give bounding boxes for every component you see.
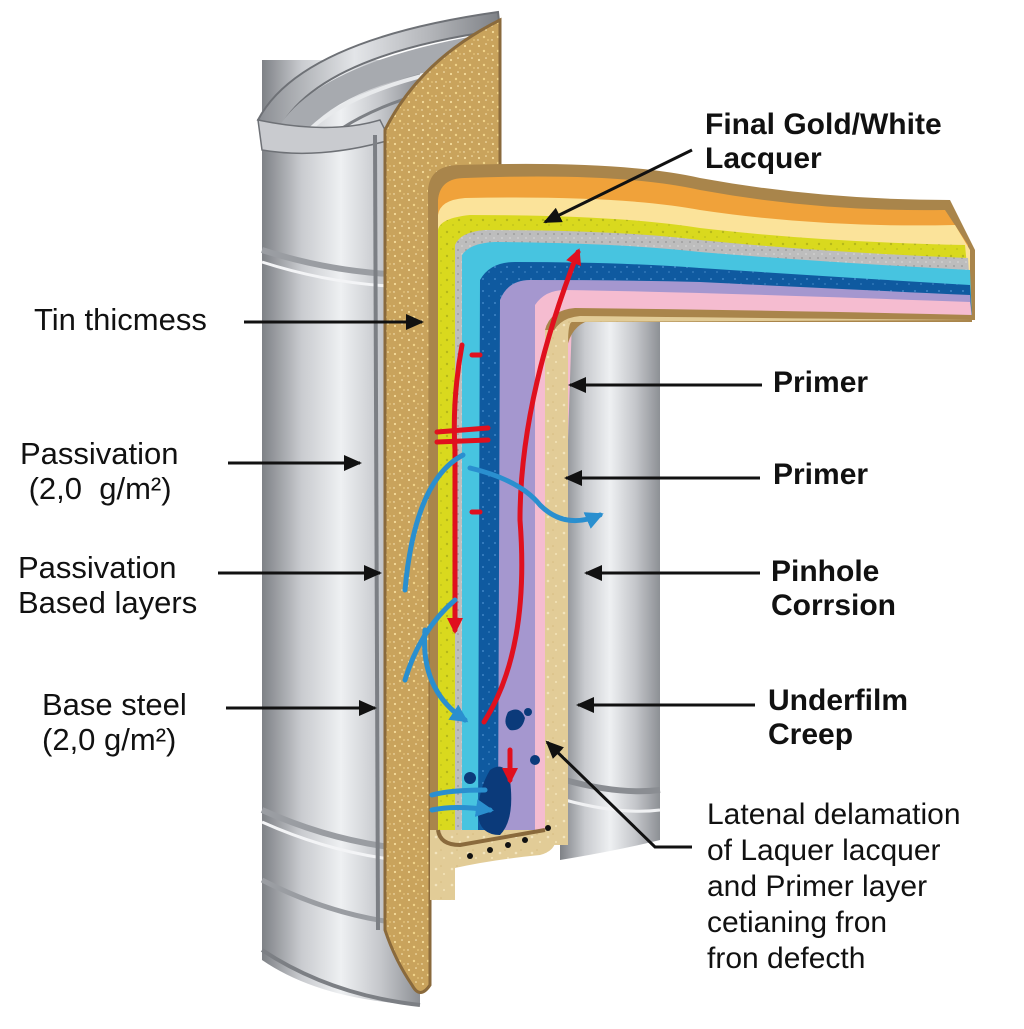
label-passivation-layers: Passivation Based layers xyxy=(18,550,198,620)
label-underfilm-creep: Underfilm Creep xyxy=(768,684,909,751)
leader-lines xyxy=(218,148,762,849)
red-arrow-down xyxy=(447,342,465,634)
label-pinhole-corrosion: Pinhole Corrsion xyxy=(771,555,897,622)
label-tin-thickness: Tin thicmess xyxy=(34,302,207,337)
blue-arrow-bottom xyxy=(429,799,494,817)
blue-diffusion-arrows xyxy=(402,452,604,817)
label-passivation-weight: Passivation (2,0 g/m²) xyxy=(20,436,179,506)
label-final-lacquer: Final Gold/White Lacquer xyxy=(705,108,942,175)
red-arrow-up xyxy=(481,248,582,725)
label-primer-1: Primer xyxy=(773,366,869,399)
blue-arrow-curve xyxy=(422,627,469,723)
label-base-steel: Base steel (2,0 g/m²) xyxy=(42,687,187,757)
coating-layer-stack xyxy=(428,163,975,900)
leader-delamination xyxy=(545,740,692,849)
label-primer-2: Primer xyxy=(773,458,869,491)
leader-final-lacquer xyxy=(543,148,693,224)
label-lateral-delamination: Latenal delamation of Laquer lacquer and… xyxy=(707,798,961,975)
can-inner-steel xyxy=(560,320,661,860)
blue-arrow-wave xyxy=(467,465,604,529)
red-corrosion-arrows xyxy=(434,248,582,784)
